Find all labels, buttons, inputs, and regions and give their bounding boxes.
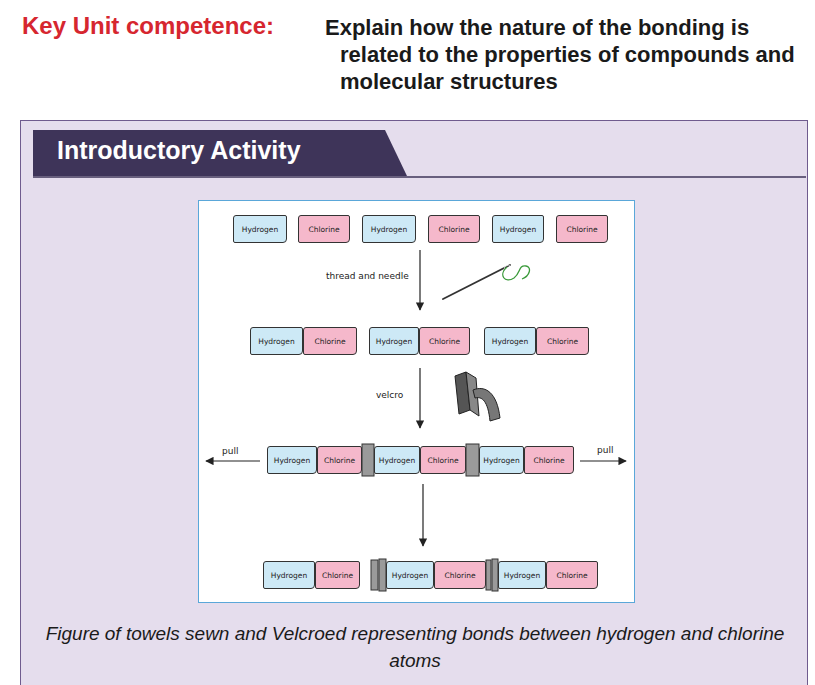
- towel-box: Hydrogen: [233, 215, 287, 243]
- atom-name: Chlorine: [533, 456, 564, 465]
- atom-name: Chlorine: [547, 337, 578, 346]
- towel-box: Chlorine: [524, 446, 574, 474]
- competence-text: Explain how the nature of the bonding is…: [325, 14, 805, 95]
- atom-name: Hydrogen: [271, 571, 307, 580]
- activity-panel: [21, 121, 808, 685]
- atom-name: Hydrogen: [492, 337, 528, 346]
- atom-name: Chlorine: [438, 225, 469, 234]
- atom-name: Chlorine: [556, 571, 587, 580]
- velcro-piece: [379, 559, 386, 591]
- towel-box: Hydrogen: [386, 561, 434, 589]
- towel-box: Hydrogen: [374, 446, 420, 474]
- figure-caption: Figure of towels sewn and Velcroed repre…: [30, 620, 800, 674]
- atom-name: Chlorine: [429, 337, 460, 346]
- atom-name: Chlorine: [324, 456, 355, 465]
- atom-name: Hydrogen: [242, 225, 278, 234]
- atom-name: Hydrogen: [504, 571, 540, 580]
- atom-name: Chlorine: [322, 571, 353, 580]
- atom-name: Chlorine: [308, 225, 339, 234]
- towel-box: Hydrogen: [498, 561, 546, 589]
- velcro-piece: [466, 444, 479, 476]
- velcro-strip: [455, 372, 500, 421]
- atom-name: Hydrogen: [371, 225, 407, 234]
- towel-box: Chlorine: [315, 561, 360, 589]
- atom-name: Hydrogen: [376, 337, 412, 346]
- towel-box: Hydrogen: [484, 327, 536, 355]
- force-label: pull: [222, 446, 238, 456]
- towel-box: Hydrogen: [263, 561, 315, 589]
- towel-box: Hydrogen: [362, 215, 416, 243]
- step-label: thread and needle: [326, 271, 409, 281]
- towel-box: Chlorine: [419, 327, 470, 355]
- towel-box: Chlorine: [428, 215, 480, 243]
- towel-box: Chlorine: [556, 215, 608, 243]
- competence-heading: Key Unit competence:: [22, 12, 274, 40]
- towel-box: Hydrogen: [250, 327, 303, 355]
- towel-box: Chlorine: [434, 561, 486, 589]
- figure-frame: [199, 201, 635, 603]
- towel-box: Hydrogen: [369, 327, 419, 355]
- towel-box: Chlorine: [317, 446, 362, 474]
- atom-name: Hydrogen: [258, 337, 294, 346]
- velcro-piece: [486, 560, 491, 590]
- towel-box: Hydrogen: [479, 446, 524, 474]
- towel-box: Hydrogen: [492, 215, 544, 243]
- atom-name: Chlorine: [566, 225, 597, 234]
- atom-name: Hydrogen: [483, 456, 519, 465]
- towel-box: Chlorine: [303, 327, 357, 355]
- atom-name: Hydrogen: [500, 225, 536, 234]
- force-label: pull: [597, 445, 613, 455]
- towel-box: Chlorine: [536, 327, 589, 355]
- atom-name: Chlorine: [427, 456, 458, 465]
- towel-box: Chlorine: [546, 561, 598, 589]
- atom-name: Chlorine: [314, 337, 345, 346]
- atom-name: Hydrogen: [379, 456, 415, 465]
- atom-name: Chlorine: [444, 571, 475, 580]
- towel-box: Hydrogen: [267, 446, 317, 474]
- towel-box: Chlorine: [298, 215, 350, 243]
- velcro-piece: [371, 560, 378, 590]
- atom-name: Hydrogen: [274, 456, 310, 465]
- section-heading: Introductory Activity: [57, 136, 301, 165]
- towel-box: Chlorine: [420, 446, 466, 474]
- atom-name: Hydrogen: [392, 571, 428, 580]
- step-label: velcro: [376, 390, 403, 400]
- velcro-piece: [362, 444, 374, 476]
- heading-tab: [33, 130, 407, 176]
- needle-and-thread: [443, 265, 529, 299]
